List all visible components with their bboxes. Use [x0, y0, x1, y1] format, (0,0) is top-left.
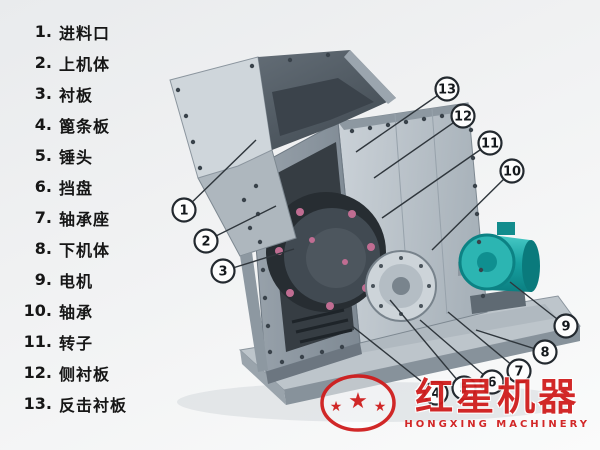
logo-stars-icon: ★ ★ ★	[320, 374, 397, 432]
part-label: 侧衬板	[59, 364, 111, 384]
callout-number: 11	[481, 137, 499, 152]
part-number: 7.	[34, 208, 52, 227]
leader-line-7	[447, 311, 520, 372]
part-list-item: 6. 挡盘	[16, 171, 127, 202]
callout-2	[193, 228, 219, 254]
leader-line-11	[381, 142, 491, 219]
part-label: 上机体	[59, 54, 111, 74]
callout-10	[499, 158, 525, 184]
part-list-item: 4. 篦条板	[16, 109, 127, 140]
part-number: 9.	[34, 270, 52, 289]
part-list-item: 12. 侧衬板	[16, 357, 127, 388]
leader-line-10	[431, 170, 513, 251]
part-label: 轴承	[59, 302, 94, 322]
part-number: 2.	[34, 53, 52, 72]
callout-3	[210, 258, 236, 284]
leader-line-13	[355, 88, 448, 153]
part-label: 电机	[59, 271, 94, 291]
part-number: 3.	[34, 84, 52, 103]
part-list-item: 13. 反击衬板	[16, 388, 127, 419]
callout-number: 3	[218, 265, 227, 280]
leader-line-12	[373, 115, 464, 179]
leader-line-1	[183, 139, 257, 211]
part-list-item: 9. 电机	[16, 264, 127, 295]
callout-1	[171, 197, 197, 223]
part-list-item: 1. 进料口	[16, 16, 127, 47]
part-label: 进料口	[59, 23, 111, 43]
callout-number: 13	[438, 83, 456, 98]
callout-8	[532, 339, 558, 365]
part-label: 篦条板	[59, 116, 111, 136]
part-number: 1.	[34, 22, 52, 41]
leader-line-2	[205, 205, 277, 242]
callout-number: 10	[503, 165, 521, 180]
callout-number: 12	[454, 110, 472, 125]
part-list-item: 7. 轴承座	[16, 202, 127, 233]
callout-6	[479, 369, 505, 395]
callout-13	[434, 76, 460, 102]
leader-line-6	[419, 319, 493, 383]
brand-logo: ★ ★ ★ 红星机器 HONGXING MACHINERY	[318, 372, 590, 434]
part-number: 13.	[23, 394, 52, 413]
machine-illustration	[169, 50, 581, 422]
leader-line-5	[389, 299, 465, 389]
part-number: 12.	[23, 363, 52, 382]
bolts	[175, 52, 486, 365]
brand-name: 红星机器	[415, 374, 580, 419]
part-label: 锤头	[59, 147, 94, 167]
svg-text:★: ★	[374, 399, 387, 415]
part-label: 轴承座	[59, 209, 111, 229]
part-list-item: 11. 转子	[16, 326, 127, 357]
part-number: 11.	[23, 332, 52, 351]
part-label: 转子	[59, 333, 94, 353]
feed-hopper	[169, 50, 396, 372]
callout-number: 7	[514, 365, 523, 380]
part-list-item: 8. 下机体	[16, 233, 127, 264]
callout-number: 2	[201, 235, 210, 250]
part-label: 衬板	[59, 85, 94, 105]
part-list-item: 10. 轴承	[16, 295, 127, 326]
brand-subtitle: HONGXING MACHINERY	[404, 418, 590, 430]
part-number: 6.	[34, 177, 52, 196]
svg-text:★: ★	[348, 389, 368, 414]
part-number: 5.	[34, 146, 52, 165]
part-label: 反击衬板	[59, 395, 128, 415]
callout-11	[477, 130, 503, 156]
callout-12	[450, 103, 476, 129]
part-number: 8.	[34, 239, 52, 258]
callout-number: 9	[561, 320, 570, 335]
callout-4	[423, 380, 449, 406]
callout-5	[451, 375, 477, 401]
callout-9	[553, 313, 579, 339]
callout-number: 1	[179, 204, 188, 219]
part-number: 10.	[23, 301, 52, 320]
svg-text:★: ★	[330, 399, 343, 415]
part-label: 挡盘	[59, 178, 94, 198]
callout-number: 5	[459, 382, 468, 397]
brand-text: 红星机器 HONGXING MACHINERY	[404, 377, 590, 430]
callout-7	[506, 358, 532, 384]
hammer-heads	[275, 208, 375, 310]
bearing-plate	[365, 250, 437, 322]
part-list-item: 2. 上机体	[16, 47, 127, 78]
parts-list: 1. 进料口 2. 上机体 3. 衬板 4. 篦条板 5. 锤头 6. 挡盘 7. 轴承座 8. 下机体 9. 电…	[16, 16, 127, 419]
leader-line-4	[351, 325, 437, 394]
callout-number: 8	[540, 346, 549, 361]
part-list-item: 5. 锤头	[16, 140, 127, 171]
part-number: 4.	[34, 115, 52, 134]
grate-bars	[291, 308, 353, 344]
part-list-item: 3. 衬板	[16, 78, 127, 109]
motor	[458, 222, 540, 314]
callout-number: 6	[487, 376, 496, 391]
callout-number: 4	[431, 387, 440, 402]
rotor-assembly	[266, 142, 386, 352]
part-label: 下机体	[59, 240, 111, 260]
